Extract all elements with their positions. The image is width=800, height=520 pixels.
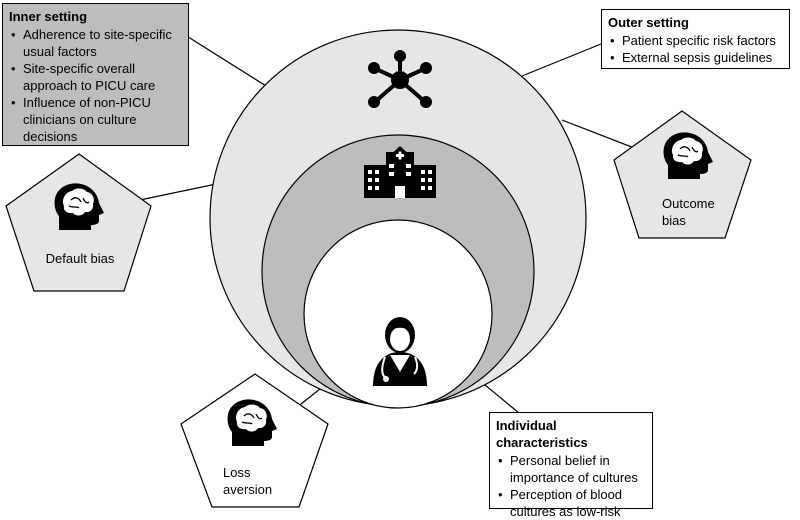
list-item: External sepsis guidelines (608, 49, 783, 66)
connector-outcome-bias (561, 119, 643, 152)
inner-setting-list: Adherence to site-specific usual factors… (9, 26, 182, 145)
list-item: Perception of blood cultures as low-risk (496, 486, 646, 520)
list-item: Influence of non-PICU clinicians on cult… (9, 94, 182, 145)
inner-setting-box: Inner setting Adherence to site-specific… (2, 3, 189, 146)
loss-aversion-label: Loss aversion (223, 465, 273, 497)
list-item: Patient specific risk factors (608, 32, 783, 49)
list-item: Site-specific overall approach to PICU c… (9, 60, 182, 94)
hospital-building-icon (364, 146, 436, 198)
network-hub-icon (368, 50, 432, 108)
default-bias-label: Default bias (45, 251, 115, 266)
brain-head-icon (663, 132, 713, 179)
list-item: Personal belief in importance of culture… (496, 452, 646, 486)
inner-setting-title: Inner setting (9, 9, 88, 24)
brain-head-icon (54, 183, 104, 230)
list-item: Adherence to site-specific usual factors (9, 26, 182, 60)
outer-setting-list: Patient specific risk factors External s… (608, 32, 783, 66)
clinician-icon (373, 317, 427, 386)
connector-individual (478, 379, 520, 414)
brain-head-icon (227, 399, 277, 446)
outcome-bias-label: Outcome bias (662, 196, 715, 228)
diagram-canvas (5, 29, 752, 508)
connector-outer-setting (521, 43, 602, 77)
individual-characteristics-box: Individual characteristics Personal beli… (489, 412, 653, 519)
individual-characteristics-title: Individual characteristics (496, 418, 588, 450)
outer-setting-title: Outer setting (608, 15, 689, 30)
individual-circle (303, 219, 493, 409)
outer-setting-box: Outer setting Patient specific risk fact… (601, 9, 790, 69)
individual-characteristics-list: Personal belief in importance of culture… (496, 452, 646, 520)
